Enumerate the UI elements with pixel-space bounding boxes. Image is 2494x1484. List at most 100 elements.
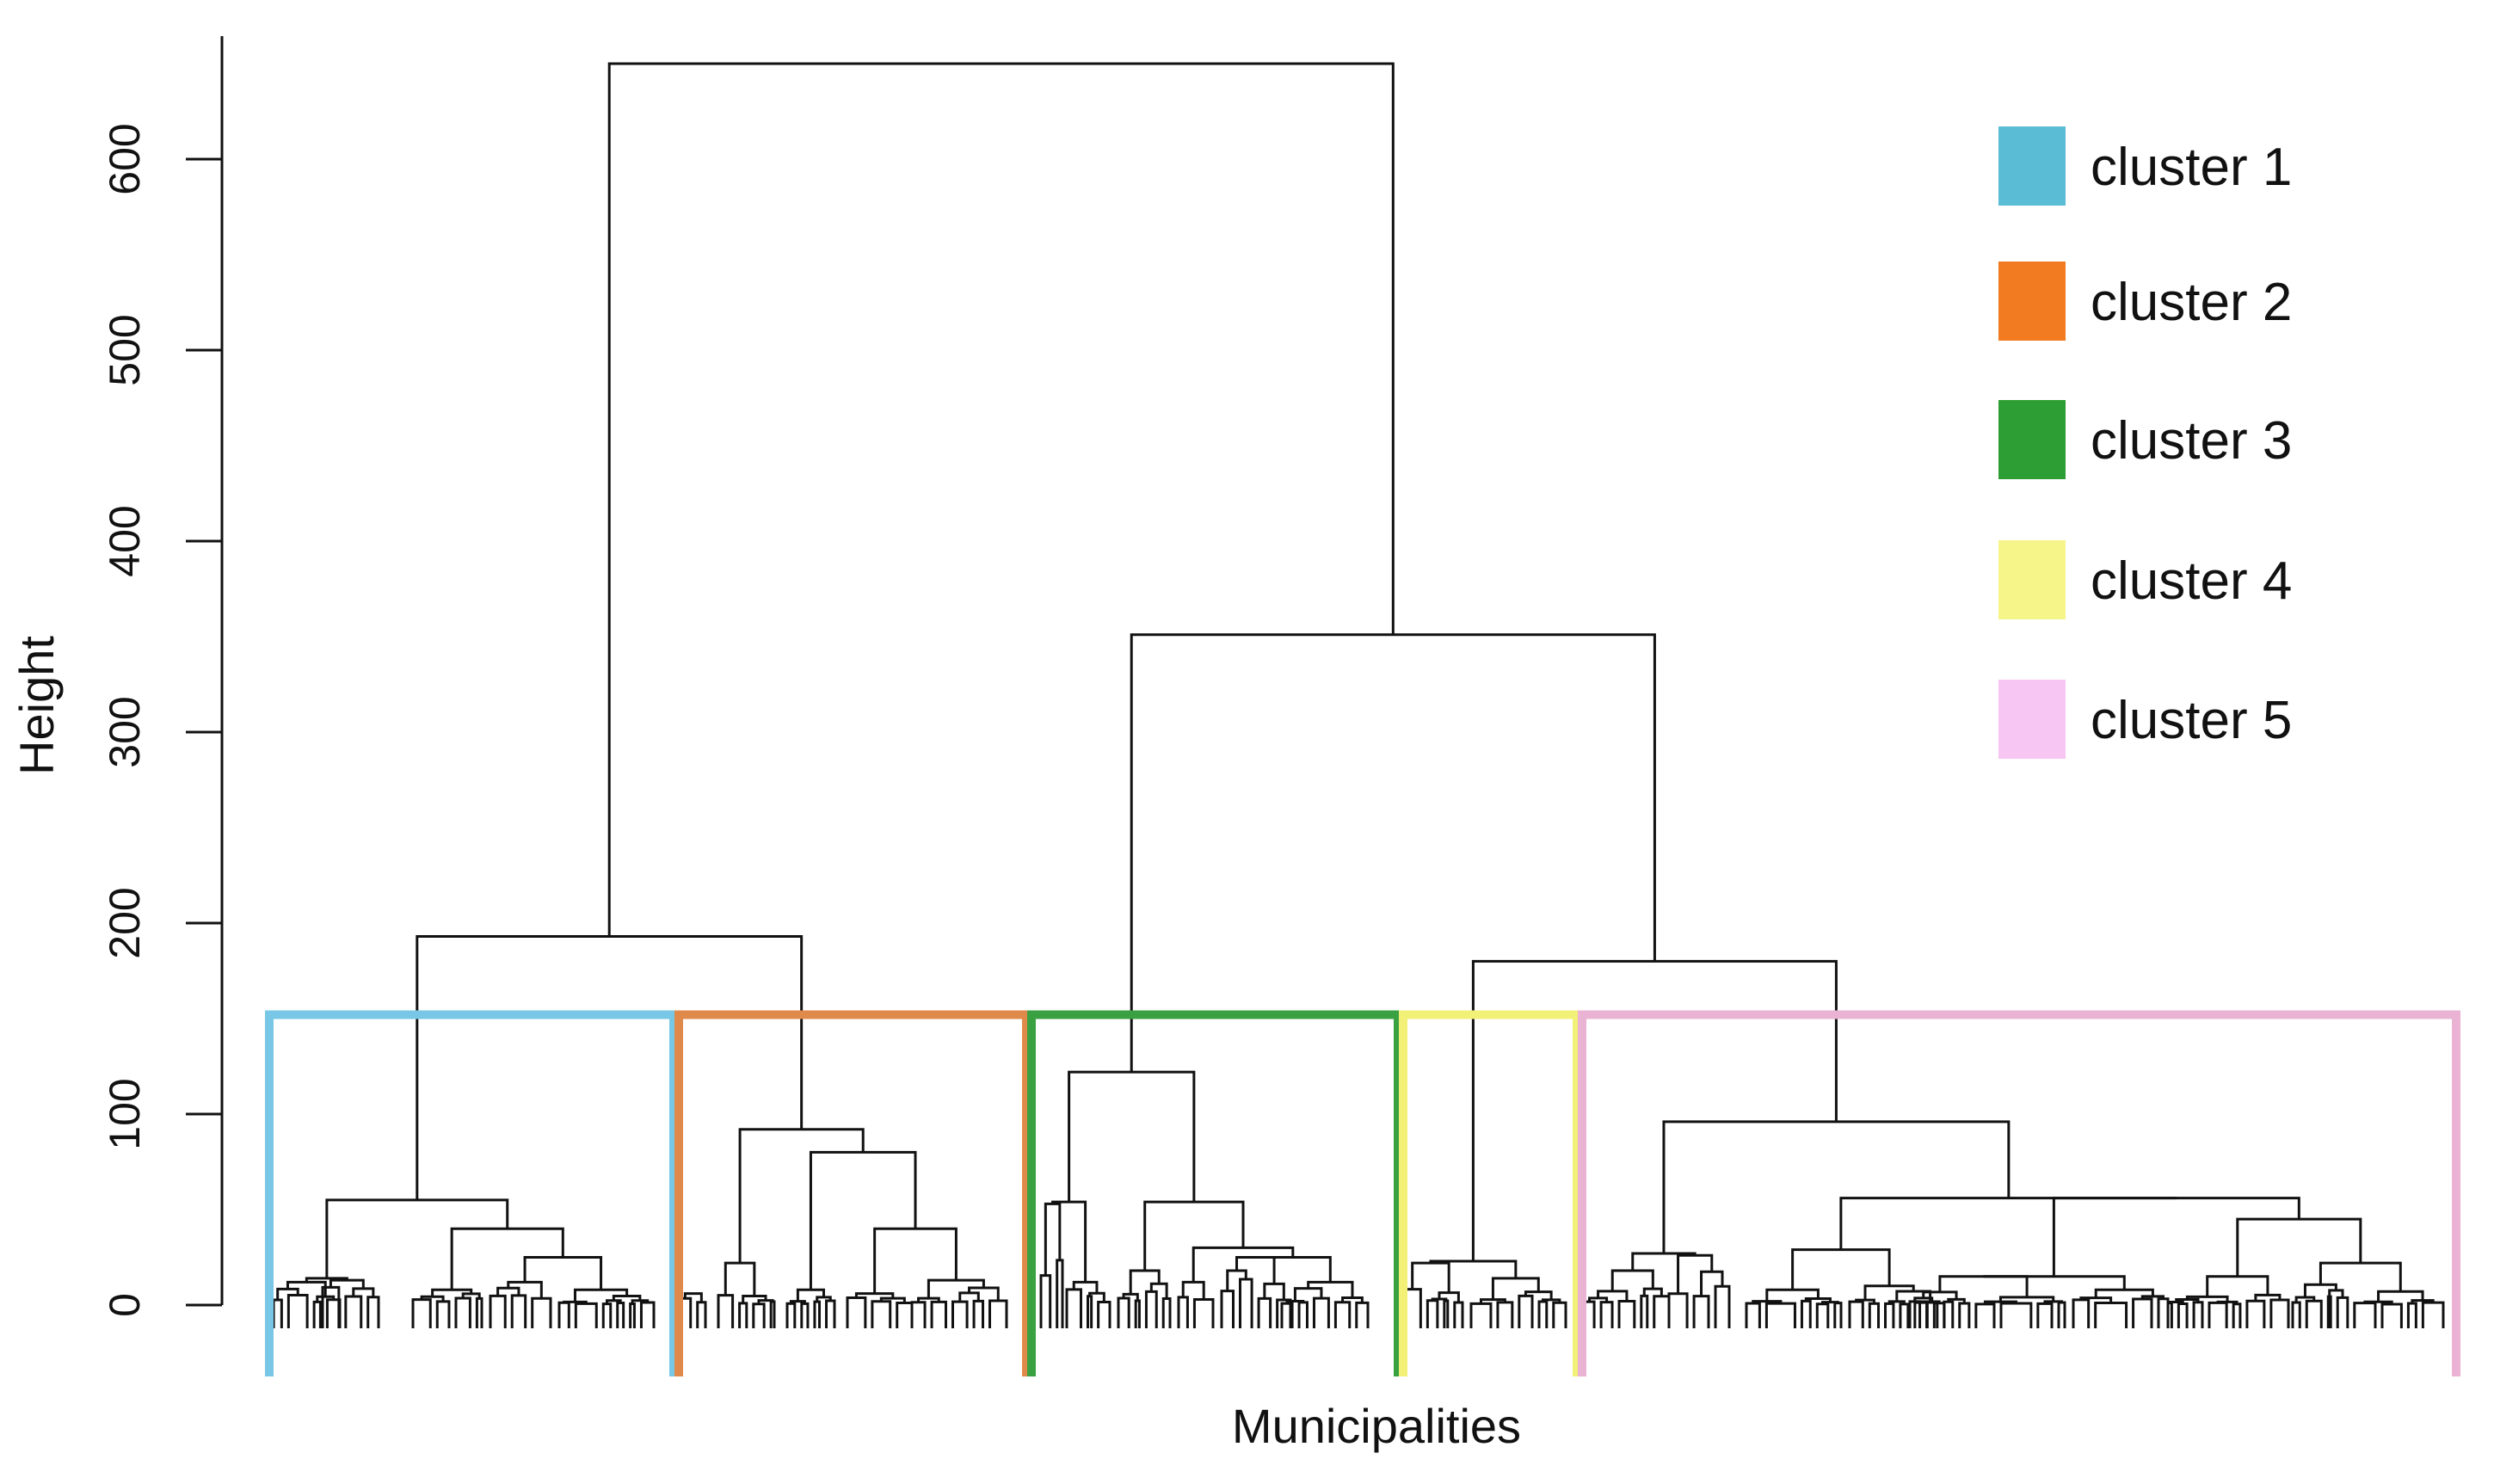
dendrogram-link (1469, 1302, 1493, 1328)
dendrogram-link (2326, 1295, 2332, 1328)
dendrogram-link (416, 935, 804, 1200)
dendrogram-link (616, 1302, 625, 1328)
dendrogram-link (2305, 1299, 2323, 1328)
dendrogram-link (435, 1300, 451, 1328)
dendrogram-link (1745, 1302, 1761, 1328)
legend-swatch-cluster-1 (1998, 126, 2066, 206)
dendrogram-link (2421, 1301, 2445, 1328)
dendrogram-link (683, 1292, 703, 1302)
dendrogram-link (2177, 1302, 2189, 1328)
dendrogram-link (1552, 1301, 1567, 1328)
dendrogram-link (272, 1298, 283, 1328)
dendrogram-link (2254, 1293, 2282, 1302)
dendrogram-link (738, 1128, 865, 1264)
dendrogram-link (2236, 1217, 2362, 1277)
dendrogram-link (1431, 1297, 1448, 1302)
dendrogram-link (2291, 1301, 2301, 1328)
dendrogram-link (1087, 1295, 1093, 1328)
dendrogram-link (1932, 1302, 1946, 1328)
legend-label-cluster-5: cluster 5 (2091, 691, 2292, 750)
dendrogram-link (1884, 1302, 1895, 1328)
dendrogram-link (1068, 1070, 1196, 1203)
dendrogram-link (2168, 1300, 2184, 1304)
dendrogram-link (1855, 1298, 1875, 1304)
dendrogram-link (1192, 1246, 1295, 1283)
dendrogram-link (1667, 1292, 1689, 1328)
dendrogram-link (1815, 1302, 1830, 1328)
dendrogram-link (2269, 1298, 2290, 1328)
dendrogram-link (769, 1300, 776, 1328)
dendrogram-link (1130, 633, 1656, 1073)
dendrogram-link (1426, 1299, 1439, 1328)
dendrogram-link (1597, 1290, 1629, 1302)
dendrogram-link (1617, 1299, 1636, 1328)
dendrogram-link (1518, 1294, 1534, 1328)
y-tick-label: 300 (101, 696, 149, 767)
dendrogram-link (825, 1299, 836, 1328)
dendrogram-link (1144, 1290, 1158, 1328)
dendrogram-link (696, 1301, 707, 1328)
dendrogram-link (785, 1302, 797, 1328)
cluster-4-box (1399, 1010, 1581, 1376)
dendrogram-link (958, 1291, 980, 1302)
y-tick-label: 500 (101, 314, 149, 385)
dendrogram-link (1677, 1253, 1714, 1294)
dendrogram-link (1192, 1297, 1215, 1328)
dendrogram-link (631, 1299, 650, 1304)
dendrogram-link (1257, 1296, 1272, 1328)
legend-label-cluster-3: cluster 3 (2091, 411, 2292, 471)
dendrogram-root (607, 62, 1395, 937)
dendrogram-link (639, 1301, 656, 1328)
dendrogram-link (871, 1300, 892, 1328)
dendrogram-link (1662, 1120, 2011, 1254)
dendrogram-link (1235, 1256, 1276, 1284)
cluster-5-box (1578, 1010, 2460, 1376)
cluster-3-box (1027, 1010, 1402, 1376)
dendrogram-link (1764, 1302, 1796, 1328)
y-tick-label: 600 (101, 123, 149, 194)
dendrogram-link (1913, 1296, 1934, 1303)
dendrogram-link (1097, 1300, 1112, 1328)
dendrogram-link (1117, 1296, 1130, 1328)
dendrogram-link (601, 1302, 613, 1328)
dendrogram-link (1700, 1270, 1724, 1296)
dendrogram-link (988, 1299, 1008, 1328)
dendrogram-link (1072, 1280, 1099, 1294)
dendrogram-link (968, 1286, 1000, 1301)
dendrogram-link (2072, 1298, 2091, 1328)
dendrogram-link (475, 1296, 483, 1328)
legend-swatch-cluster-3 (1998, 400, 2066, 479)
dendrogram-link (411, 1298, 432, 1328)
dendrogram-link (1938, 1275, 2029, 1297)
dendrogram-link (366, 1296, 380, 1328)
dendrogram-link (1255, 1256, 1332, 1283)
dendrogram-link (1974, 1302, 1996, 1328)
dendrogram-link (738, 1302, 748, 1328)
dendrogram-link (896, 1302, 914, 1328)
dendrogram-link (1692, 1295, 1710, 1328)
dendrogram-link (2232, 1302, 2242, 1328)
dendrogram-link (1134, 1299, 1141, 1328)
dendrogram-link (951, 1300, 969, 1328)
legend-swatch-cluster-4 (1998, 540, 2066, 619)
dendrogram-link (717, 1294, 735, 1328)
dendrogram-link (846, 1296, 867, 1328)
dendrogram-link (1642, 1287, 1663, 1296)
dendrogram-link (910, 1301, 927, 1328)
dendrogram-link (1791, 1248, 1891, 1290)
dendrogram-link (1341, 1296, 1364, 1303)
dendrogram-link (344, 1295, 363, 1328)
dendrogram-link (2166, 1302, 2173, 1328)
dendrogram-link (2157, 1297, 2170, 1328)
dendrogram-link (2036, 1302, 2054, 1328)
cluster-1-box (265, 1010, 678, 1376)
dendrogram-link (1983, 1275, 2126, 1290)
dendrogram-link (1307, 1280, 1354, 1298)
dendrogram-link (420, 1295, 445, 1302)
dendrogram-link (1479, 1298, 1506, 1304)
dendrogram-link (510, 1294, 527, 1328)
dendrogram-link (2192, 1301, 2204, 1328)
y-axis-title: Height (9, 636, 64, 775)
dendrogram-link (796, 1288, 825, 1302)
dendrogram-link (789, 1300, 806, 1304)
